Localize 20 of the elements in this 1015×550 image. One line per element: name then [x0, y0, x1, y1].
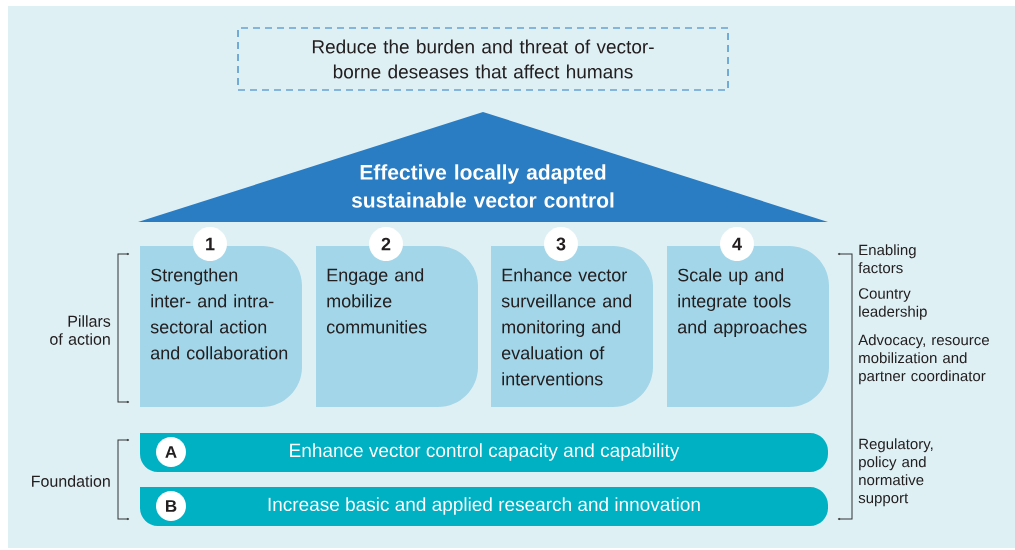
side-label: Foundation — [32, 475, 110, 487]
roof-triangle: Effective locally adapted sustainable vector control — [138, 112, 828, 222]
goal-box: Reduce the burden and threat of vector-borne deseases that affect humans — [237, 27, 729, 91]
number-badge: 3 — [544, 227, 578, 261]
number-badge: 1 — [193, 227, 227, 261]
number-badge: 2 — [369, 227, 403, 261]
pillar-box: 3 Enhance vector surveillance and monitoring and evaluation of interventions — [491, 227, 653, 407]
foundation-bar: B Increase basic and applied research and innovation — [140, 479, 828, 526]
letter-badge: B — [156, 491, 186, 521]
side-label: Enabling factors — [858, 244, 916, 274]
side-label: Pillars of action — [50, 315, 111, 345]
letter-badge: A — [156, 437, 186, 467]
side-label: Country leadership — [859, 288, 927, 320]
side-label: Regulatory, policy and normative support — [858, 438, 933, 507]
foundation-bar: A Enhance vector control capacity and capability — [140, 425, 828, 472]
side-label: Advocacy, resource mobilization and partner coordinator — [858, 334, 989, 385]
number-badge: 4 — [720, 227, 754, 261]
pillar-box: 4 Scale up and integrate tools and approaches — [667, 227, 829, 407]
pillar-box: 1 Strengthen inter- and intra- sectoral action and collaboration — [140, 227, 302, 407]
pillar-box: 2 Engage and mobilize communities — [316, 227, 478, 407]
